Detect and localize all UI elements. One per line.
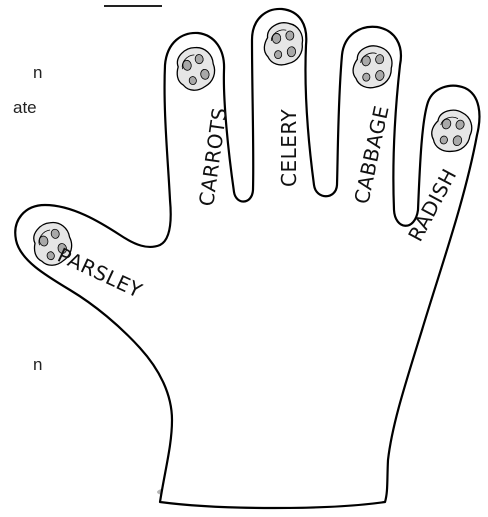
label-celery: CELERY xyxy=(277,109,301,187)
